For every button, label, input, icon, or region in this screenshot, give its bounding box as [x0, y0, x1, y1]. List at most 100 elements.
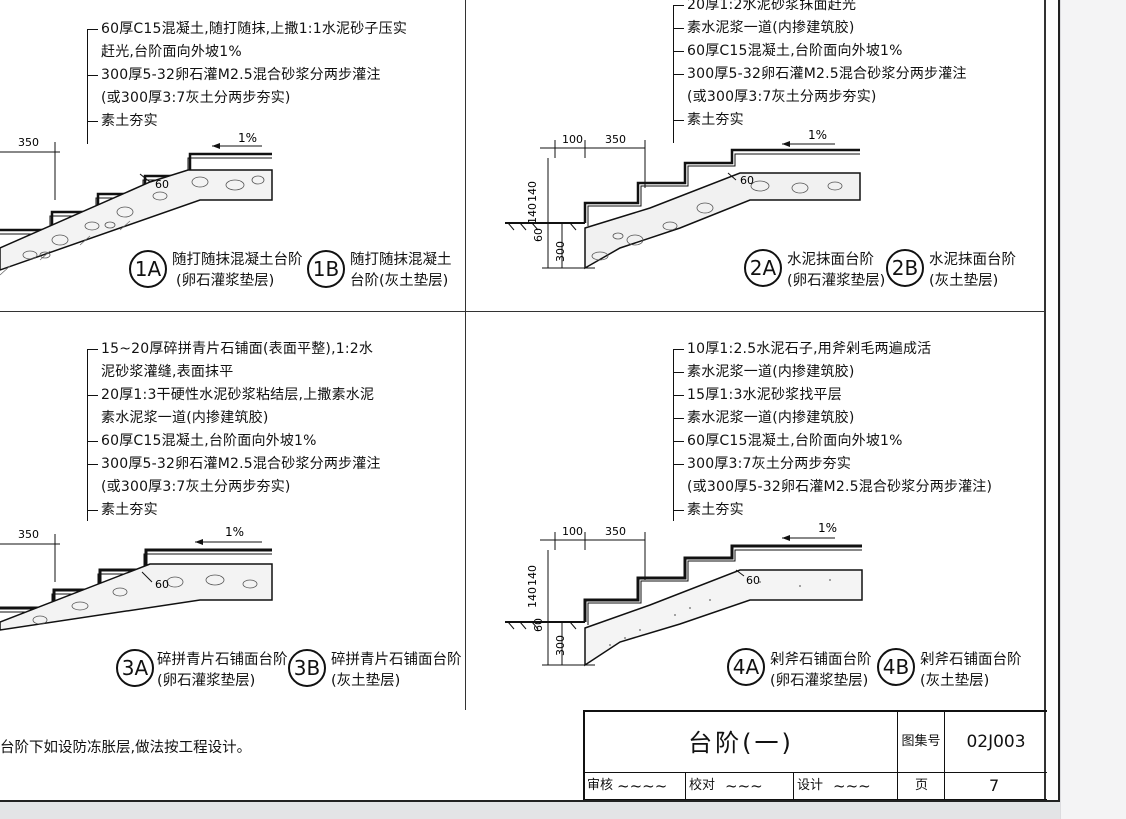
caption-line: 随打随抹混凝土台阶: [172, 252, 303, 268]
dim-rise: 140: [526, 565, 539, 586]
page-label: 页: [915, 778, 929, 793]
caption-line: 碎拼青片石铺面台阶: [331, 652, 462, 668]
design-label: 设计: [797, 778, 824, 793]
caption-line: (灰土垫层): [331, 673, 401, 689]
caption-line: (卵石灌浆垫层): [770, 673, 869, 689]
dim-rise: 140: [526, 203, 539, 224]
caption-2A: 水泥抹面台阶 (卵石灌浆垫层): [787, 250, 885, 292]
caption-line: 剁斧石铺面台阶: [770, 652, 872, 668]
panel-2-stair-section: 100 350 1% 140 140 60 300 60: [505, 128, 861, 270]
note: 素水泥浆一道(内掺建筑胶): [673, 361, 992, 384]
dim-tread: 350: [18, 528, 39, 541]
caption-line: 碎拼青片石铺面台阶: [157, 652, 288, 668]
slope-label: 1%: [225, 525, 244, 539]
atlas-number: 02J003: [966, 732, 1026, 752]
note: 60厚C15混凝土,台阶面向外坡1%: [673, 430, 992, 453]
caption-line: (卵石灌浆垫层): [787, 273, 886, 289]
note: 300厚5-32卵石灌M2.5混合砂浆分两步灌注: [673, 63, 967, 86]
grid-divider-horizontal: [0, 311, 1045, 312]
caption-line: 随打随抹混凝土: [350, 252, 452, 268]
note: (或300厚3:7灰土分两步夯实): [687, 89, 877, 105]
dim-depth: 300: [554, 635, 567, 656]
note: 60厚C15混凝土,台阶面向外坡1%: [673, 40, 967, 63]
panel-1-notes: 60厚C15混凝土,随打随抹,上撒1:1水泥砂子压实 赶光,台阶面向外坡1% 3…: [87, 18, 407, 144]
detail-badge-4A: 4A: [727, 648, 765, 686]
note: 20厚1:3干硬性水泥砂浆粘结层,上撒素水泥: [87, 384, 381, 407]
panel-3-stair-section: 350 1% 60: [0, 525, 273, 631]
detail-badge-4B: 4B: [877, 648, 915, 686]
note: 素水泥浆一道(内掺建筑胶): [101, 410, 269, 426]
note: 素土夯实: [87, 110, 407, 133]
dim-thickness: 60: [746, 574, 760, 587]
dim-thickness: 60: [155, 578, 169, 591]
caption-3A: 碎拼青片石铺面台阶 (卵石灌浆垫层): [157, 650, 288, 692]
dim-thickness: 60: [155, 178, 169, 191]
caption-line: 剁斧石铺面台阶: [920, 652, 1022, 668]
note: 15厚1:3水泥砂浆找平层: [673, 384, 992, 407]
title-block-signatures: 审核 ~~~~ 校对 ~~~ 设计 ~~~ 页 7: [585, 773, 1047, 799]
note: 素水泥浆一道(内掺建筑胶): [673, 407, 992, 430]
note: 300厚5-32卵石灌M2.5混合砂浆分两步灌注: [87, 453, 381, 476]
caption-line: (卵石灌浆垫层): [176, 273, 275, 289]
detail-badge-1A: 1A: [129, 250, 167, 288]
note: 60厚C15混凝土,台阶面向外坡1%: [87, 430, 381, 453]
note: 20厚1:2水泥砂浆抹面赶光: [673, 0, 967, 17]
caption-line: 台阶(灰土垫层): [350, 273, 449, 289]
slope-label: 1%: [808, 128, 827, 142]
check-signature: ~~~: [725, 777, 763, 795]
detail-badge-3B: 3B: [288, 649, 326, 687]
note: 赶光,台阶面向外坡1%: [101, 44, 242, 60]
dim-thickness: 60: [740, 174, 754, 187]
caption-4B: 剁斧石铺面台阶 (灰土垫层): [920, 650, 1022, 692]
bottom-note: 台阶下如设防冻胀层,做法按工程设计。: [0, 740, 252, 756]
caption-1B: 随打随抹混凝土 台阶(灰土垫层): [350, 250, 452, 292]
panel-4-notes: 10厚1:2.5水泥石子,用斧剁毛两遍成活 素水泥浆一道(内掺建筑胶) 15厚1…: [673, 338, 992, 522]
detail-badge-1B: 1B: [307, 250, 345, 288]
note: 素土夯实: [673, 109, 967, 132]
dim-depth: 300: [554, 241, 567, 262]
panel-2-notes: 20厚1:2水泥砂浆抹面赶光 素水泥浆一道(内掺建筑胶) 60厚C15混凝土,台…: [673, 0, 967, 143]
dim-tread: 350: [605, 133, 626, 146]
slope-label: 1%: [238, 131, 257, 145]
review-signature: ~~~~: [617, 777, 668, 795]
detail-badge-2B: 2B: [886, 249, 924, 287]
slope-label: 1%: [818, 521, 837, 535]
caption-line: 水泥抹面台阶: [929, 252, 1016, 268]
note: 素水泥浆一道(内掺建筑胶): [673, 17, 967, 40]
design-signature: ~~~: [833, 777, 871, 795]
caption-line: (卵石灌浆垫层): [157, 673, 256, 689]
caption-line: (灰土垫层): [929, 273, 999, 289]
review-label: 审核: [587, 778, 614, 793]
sheet-title: 台阶(一): [688, 729, 794, 757]
panel-4-stair-section: 100 350 1% 140 140 60 300 60: [505, 521, 863, 667]
detail-badge-2A: 2A: [744, 249, 782, 287]
caption-1A: 随打随抹混凝土台阶 (卵石灌浆垫层): [172, 250, 303, 292]
note: (或300厚3:7灰土分两步夯实): [101, 479, 291, 495]
viewer-scrollbar-track[interactable]: [1060, 0, 1126, 819]
caption-4A: 剁斧石铺面台阶 (卵石灌浆垫层): [770, 650, 872, 692]
note: 60厚C15混凝土,随打随抹,上撒1:1水泥砂子压实: [87, 18, 407, 41]
grid-divider-vertical: [465, 0, 466, 710]
panel-1-stair-section: 350 1% 60: [0, 131, 273, 276]
check-label: 校对: [689, 778, 716, 793]
panel-3-notes: 15~20厚碎拼青片石铺面(表面平整),1:2水 泥砂浆灌缝,表面抹平 20厚1…: [87, 338, 381, 522]
dim-edge: 100: [562, 525, 583, 538]
detail-badge-3A: 3A: [116, 649, 154, 687]
caption-3B: 碎拼青片石铺面台阶 (灰土垫层): [331, 650, 462, 692]
sheet-right-border: [1044, 0, 1046, 800]
dim-tread: 350: [18, 136, 39, 149]
caption-line: 水泥抹面台阶: [787, 252, 874, 268]
caption-2B: 水泥抹面台阶 (灰土垫层): [929, 250, 1016, 292]
note: 素土夯实: [87, 499, 381, 522]
dim-tread: 350: [605, 525, 626, 538]
viewer-bottom-strip: [0, 802, 1060, 819]
note: (或300厚5-32卵石灌M2.5混合砂浆分两步灌注): [687, 479, 993, 495]
page-number: 7: [989, 776, 1000, 795]
dim-rise: 140: [526, 181, 539, 202]
caption-line: (灰土垫层): [920, 673, 990, 689]
title-block: 台阶(一) 图集号 02J003 审核 ~~~~ 校对 ~~~ 设计 ~~~ 页…: [583, 710, 1047, 800]
drawing-sheet: 60厚C15混凝土,随打随抹,上撒1:1水泥砂子压实 赶光,台阶面向外坡1% 3…: [0, 0, 1060, 802]
note: (或300厚3:7灰土分两步夯实): [101, 90, 291, 106]
note: 300厚5-32卵石灌M2.5混合砂浆分两步灌注: [87, 64, 407, 87]
dim-base: 60: [532, 228, 545, 242]
